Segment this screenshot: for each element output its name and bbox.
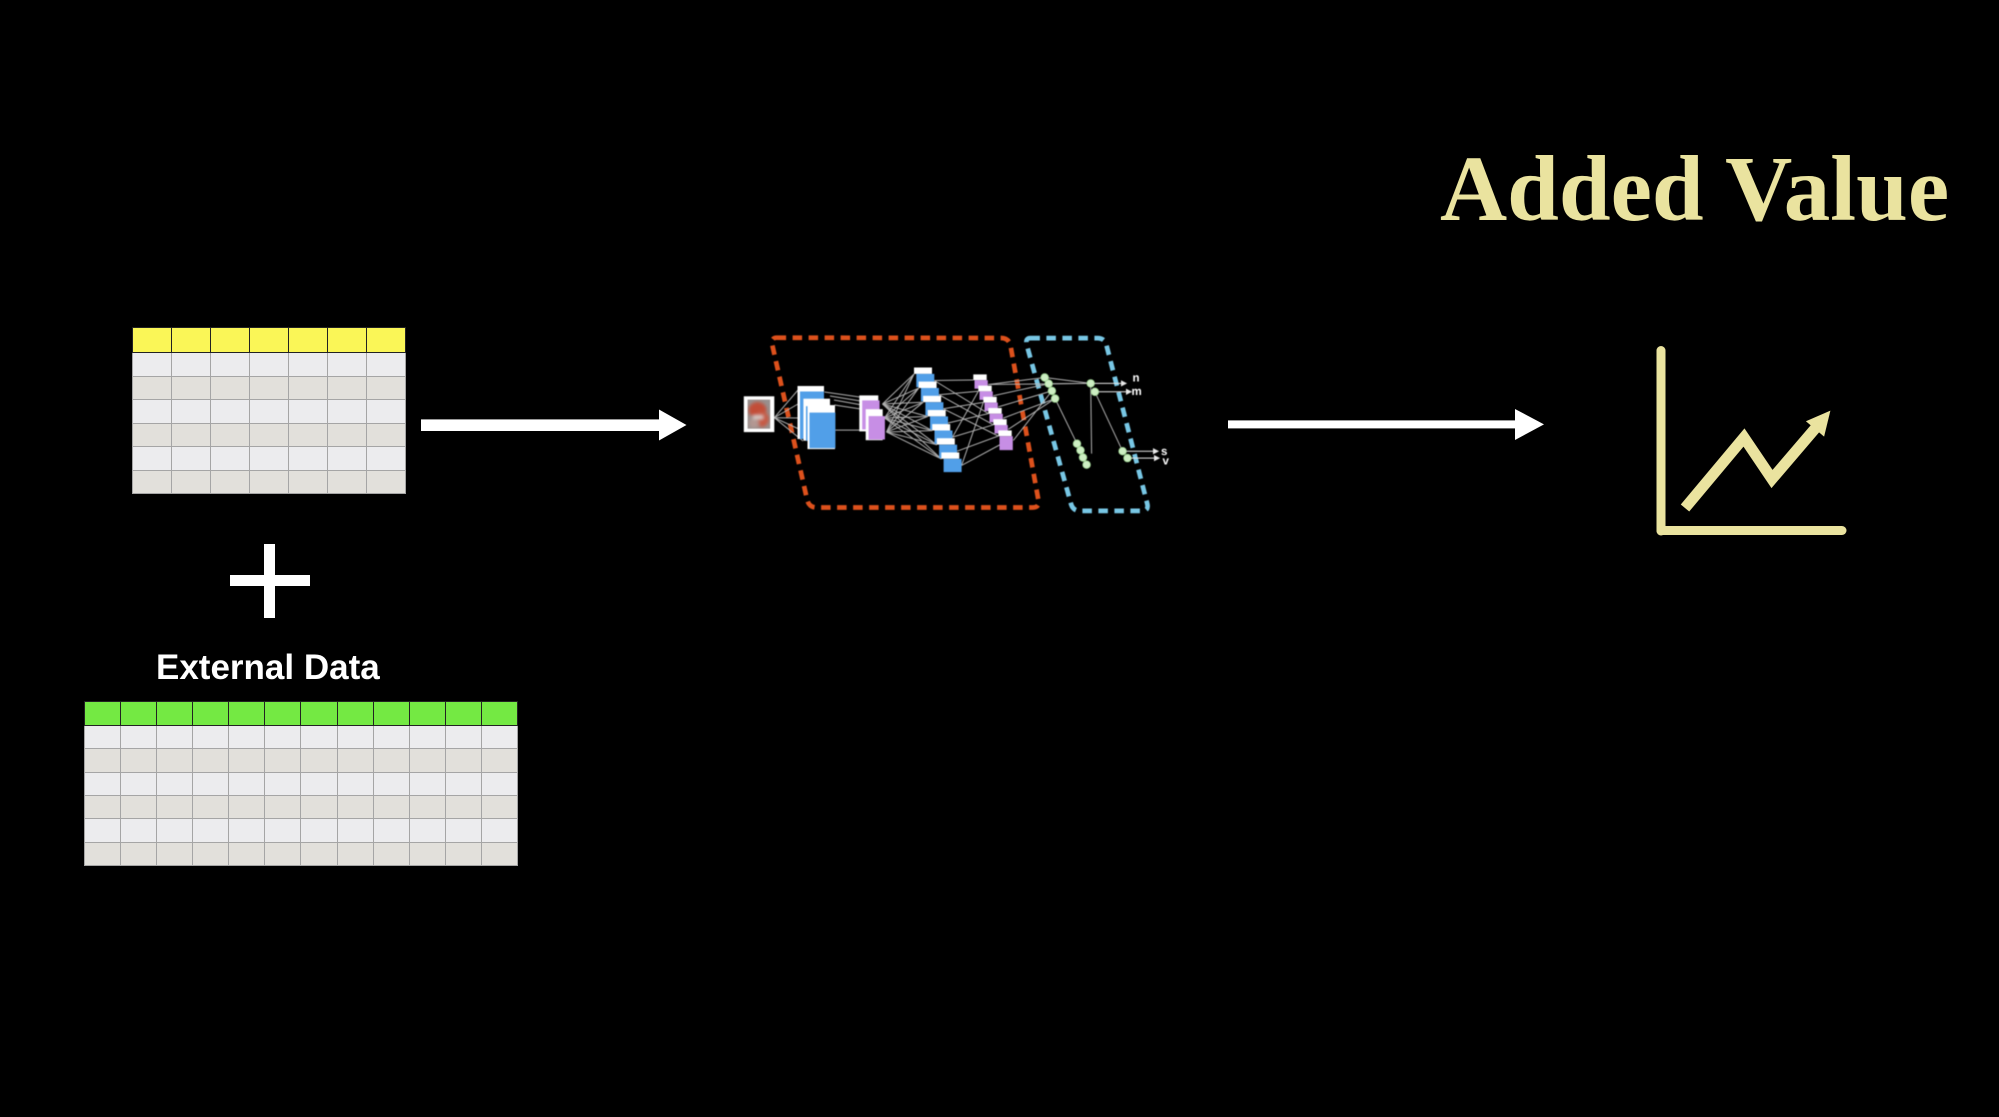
svg-text:v: v	[1163, 456, 1170, 468]
svg-text:s: s	[1161, 446, 1167, 458]
svg-text:n: n	[1133, 373, 1140, 385]
svg-text:m: m	[1132, 386, 1142, 398]
